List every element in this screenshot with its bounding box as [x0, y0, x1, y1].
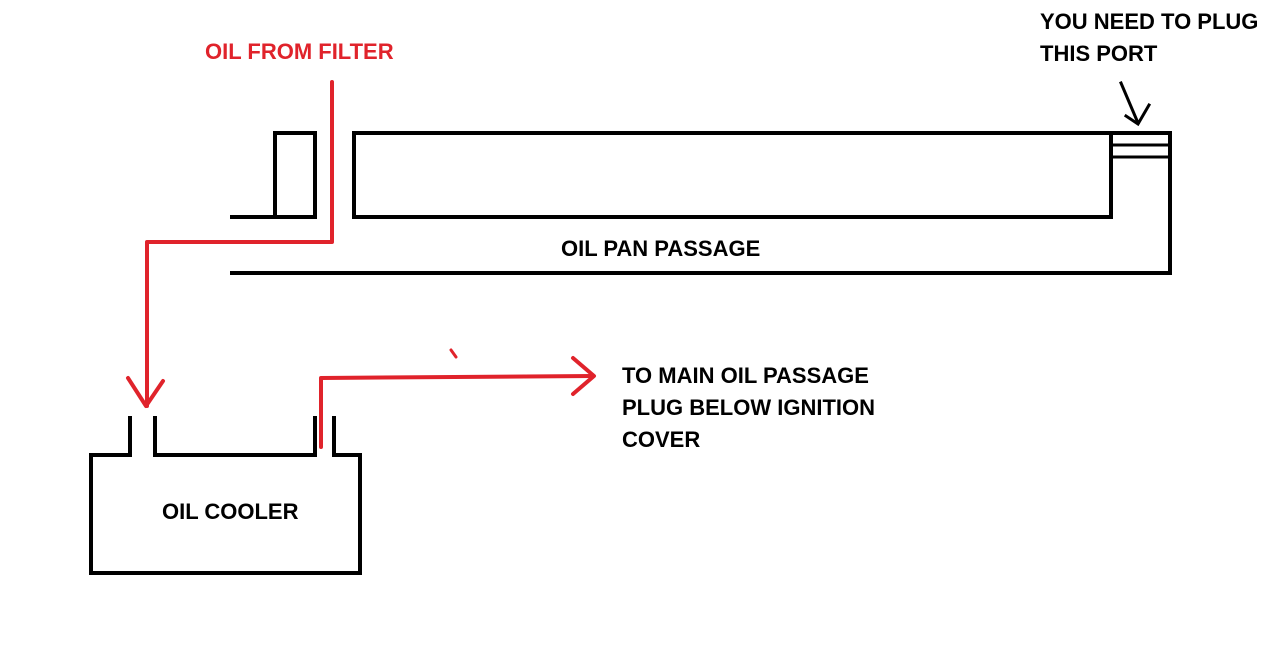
to-main-passage-flow-line: [319, 374, 595, 449]
plug-port-label-line1: YOU NEED TO PLUG: [1040, 9, 1259, 34]
to-main-passage-arrow-head: [571, 356, 596, 396]
to-main-label-line3: COVER: [622, 427, 701, 452]
to-main-label-line1: TO MAIN OIL PASSAGE: [622, 363, 869, 388]
oil-from-filter-flow-line: [145, 80, 334, 408]
upper-gallery-outline: [352, 131, 1172, 219]
plug-arrow-head: [1123, 102, 1152, 127]
plug-port-label: YOU NEED TO PLUG THIS PORT: [1040, 6, 1258, 70]
oil-cooler-box: [89, 453, 362, 575]
red-stray-mark: [449, 348, 458, 359]
oil-pan-passage-label: OIL PAN PASSAGE: [561, 236, 761, 261]
oil-cooler-label: OIL COOLER: [162, 499, 299, 524]
plug-arrow-shaft: [1119, 81, 1140, 125]
left-block-outline: [273, 131, 317, 219]
plug-port-label-line2: THIS PORT: [1040, 41, 1158, 66]
to-main-oil-passage-label: TO MAIN OIL PASSAGE PLUG BELOW IGNITION …: [622, 360, 875, 456]
oil-from-filter-label: OIL FROM FILTER: [205, 39, 394, 64]
oil-from-filter-arrow-head: [126, 376, 165, 408]
to-main-label-line2: PLUG BELOW IGNITION: [622, 395, 875, 420]
